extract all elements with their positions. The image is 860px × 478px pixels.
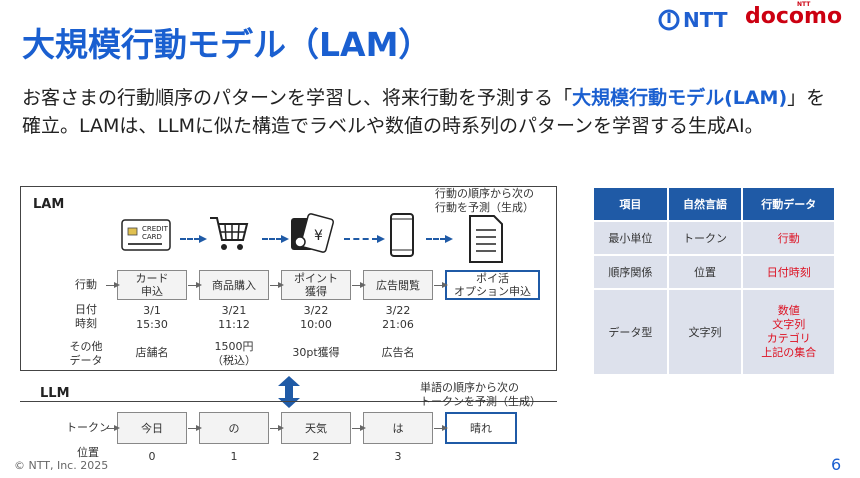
table-cell: 最小単位	[592, 220, 669, 256]
lam-predict-note: 行動の順序から次の 行動を予測（生成）	[435, 187, 534, 214]
row-label-datetime: 日付 時刻	[75, 303, 97, 330]
llm-label: LLM	[40, 386, 70, 401]
point-yen-icon: ¥	[291, 213, 335, 253]
table-header: 項目	[592, 186, 669, 222]
page-number: 6	[831, 455, 842, 474]
position-cell: 2	[312, 450, 320, 463]
token-box: 天気	[281, 412, 351, 444]
svg-text:¥: ¥	[314, 228, 323, 244]
ntt-mark-icon	[658, 9, 680, 31]
table-cell: 位置	[666, 254, 744, 290]
table-cell: トークン	[666, 220, 744, 256]
table-cell: 順序関係	[592, 254, 669, 290]
token-box: 今日	[117, 412, 187, 444]
table-header: 行動データ	[741, 186, 836, 222]
flow-arrow	[262, 235, 289, 243]
table-row: 順序関係 位置 日付時刻	[592, 254, 836, 290]
lam-frame	[20, 186, 557, 371]
sequence-arrow	[434, 425, 448, 431]
sequence-arrow	[352, 425, 366, 431]
sequence-arrow	[106, 282, 120, 288]
smartphone-icon	[390, 213, 414, 257]
token-box: の	[199, 412, 269, 444]
llm-predict-note: 単語の順序から次の トークンを予測（生成）	[420, 381, 541, 408]
table-header: 自然言語	[666, 186, 744, 222]
action-box: 広告閲覧	[363, 270, 433, 300]
copyright: © NTT, Inc. 2025	[14, 459, 109, 472]
ntt-logo: NTT	[658, 8, 727, 32]
row-label-token: トークン	[66, 421, 110, 434]
flow-arrow	[180, 235, 207, 243]
document-icon	[469, 215, 503, 263]
table-cell: 数値 文字列 カテゴリ 上記の集合	[741, 288, 836, 376]
comparison-table: 項目 自然言語 行動データ 最小単位 トークン 行動 順序関係 位置 日付時刻 …	[592, 186, 836, 376]
sequence-arrow	[352, 282, 366, 288]
action-box: ポイント獲得	[281, 270, 351, 300]
other-data-cell: 広告名	[381, 346, 415, 359]
sequence-arrow	[188, 282, 202, 288]
action-box: 商品購入	[199, 270, 269, 300]
predicted-token-box: 晴れ	[445, 412, 517, 444]
other-data-cell: 30pt獲得	[292, 346, 340, 359]
page-title: 大規模行動モデル（LAM）	[22, 25, 432, 64]
table-header-row: 項目 自然言語 行動データ	[592, 186, 836, 222]
table-row: 最小単位 トークン 行動	[592, 220, 836, 256]
other-data-cell: 1500円（税込）	[212, 340, 256, 367]
flow-arrow	[344, 235, 385, 243]
position-cell: 0	[148, 450, 156, 463]
lead-text: お客さまの行動順序のパターンを学習し、将来行動を予測する「大規模行動モデル(LA…	[22, 87, 826, 137]
shopping-cart-icon	[210, 217, 249, 250]
row-label-action: 行動	[75, 278, 97, 291]
table-cell: 行動	[741, 220, 836, 256]
position-cell: 1	[230, 450, 238, 463]
table-row: データ型 文字列 数値 文字列 カテゴリ 上記の集合	[592, 288, 836, 376]
sequence-arrow	[270, 282, 284, 288]
docomo-logo: NTT docomo	[745, 1, 843, 29]
sequence-arrow	[270, 425, 284, 431]
table-cell: 日付時刻	[741, 254, 836, 290]
double-arrow-icon	[278, 376, 300, 408]
row-label-other: その他 データ	[69, 340, 103, 367]
flow-arrow	[426, 235, 453, 243]
table-cell: 文字列	[666, 288, 744, 376]
other-data-cell: 店舗名	[135, 346, 169, 359]
token-box: は	[363, 412, 433, 444]
sequence-arrow	[434, 282, 448, 288]
svg-text:CARD: CARD	[142, 233, 162, 241]
predicted-action-box: ポイ活オプション申込	[445, 270, 540, 300]
action-box: カード申込	[117, 270, 187, 300]
llm-divider	[20, 401, 557, 402]
sequence-arrow	[106, 425, 120, 431]
table-cell: データ型	[592, 288, 669, 376]
lam-label: LAM	[33, 197, 65, 212]
sequence-arrow	[188, 425, 202, 431]
svg-text:CREDIT: CREDIT	[142, 225, 169, 233]
row-label-position: 位置	[77, 446, 99, 459]
credit-card-icon: CREDIT CARD	[121, 219, 171, 251]
position-cell: 3	[394, 450, 402, 463]
